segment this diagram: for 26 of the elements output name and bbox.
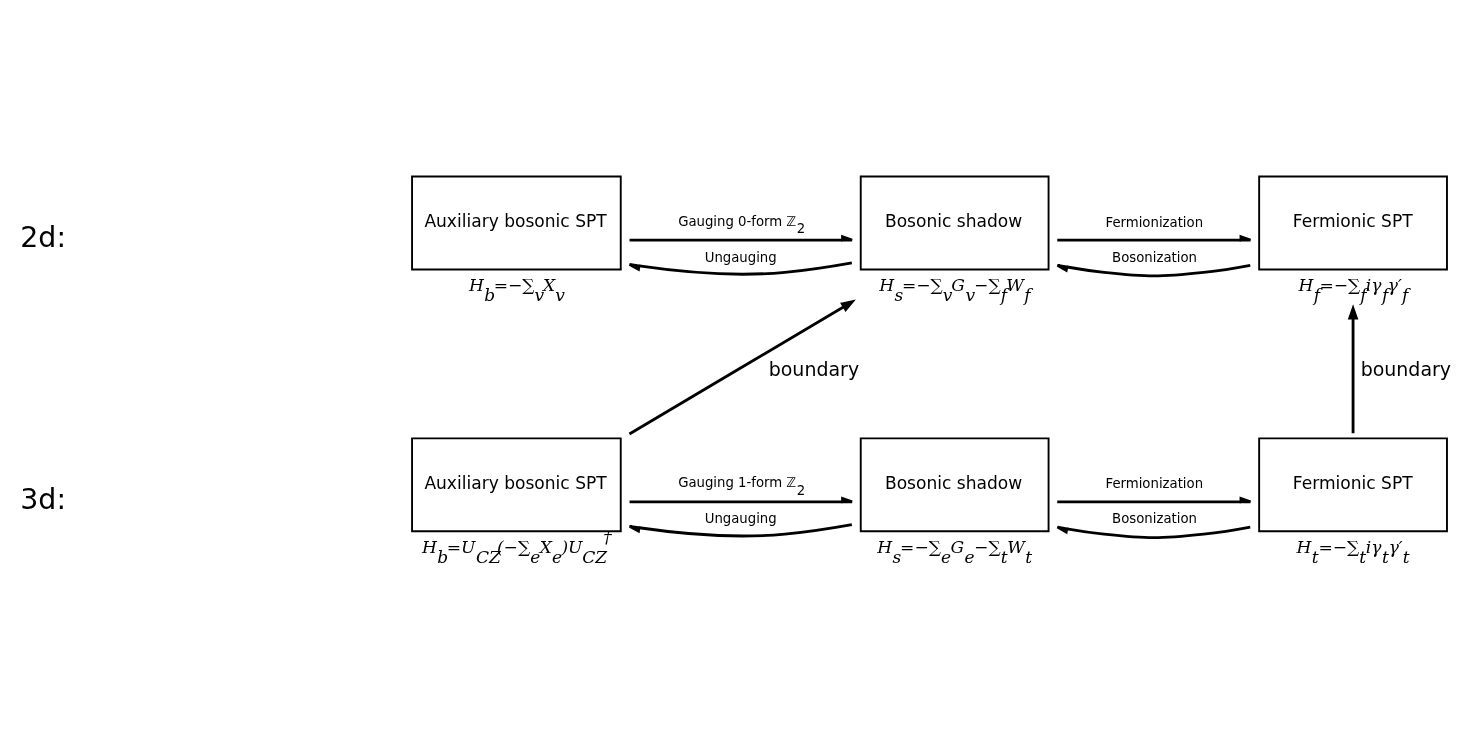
edge-label: Ungauging	[704, 249, 777, 265]
edge-label: boundary	[1360, 357, 1452, 380]
edge-label: Fermionization	[1105, 476, 1204, 492]
edge-label: boundary	[768, 357, 860, 380]
node-box: Fermionic SPT	[1258, 175, 1448, 271]
arrow	[1347, 304, 1359, 434]
node-box: Fermionic SPT	[1258, 437, 1448, 533]
arrow	[628, 523, 853, 538]
arrow	[629, 496, 854, 504]
arrow	[628, 261, 853, 276]
arrow	[1057, 234, 1252, 242]
arrow	[1056, 525, 1251, 540]
edge-label: Ungauging	[704, 511, 777, 527]
label: 2d:	[20, 221, 67, 255]
edge-label: Fermionization	[1105, 214, 1204, 230]
node-box: Bosonic shadow	[859, 175, 1050, 271]
node-box: Bosonic shadow	[859, 437, 1050, 533]
arrow	[1056, 263, 1251, 278]
arrow	[1057, 496, 1252, 504]
edge-label: Bosonization	[1112, 249, 1197, 265]
edge-label: Bosonization	[1112, 511, 1197, 527]
arrow	[629, 234, 854, 242]
label: 3d:	[20, 483, 67, 517]
arrow	[628, 299, 856, 436]
node-box: Auxiliary bosonic SPT	[411, 175, 622, 271]
node-box: Auxiliary bosonic SPT	[411, 437, 622, 533]
